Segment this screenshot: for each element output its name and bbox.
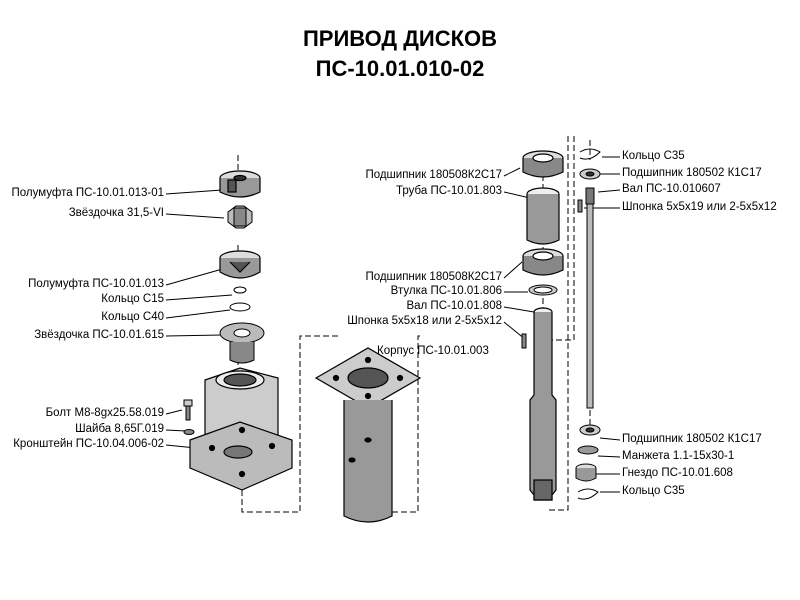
- key-5x5x19: [577, 199, 583, 213]
- label-podshipnik-top: Подшипник 180508К2С17: [365, 169, 502, 181]
- label-shponka-5x5x18: Шпонка 5х5х18 или 2-5х5х12: [347, 315, 502, 327]
- leader-line: [165, 294, 233, 301]
- ring-c35-top: [579, 148, 601, 160]
- bearing-180502-top: [579, 168, 601, 180]
- spider-sprocket-31-5: [227, 205, 253, 229]
- leader-line: [503, 261, 523, 279]
- label-koltso-c35-bottom: Кольцо С35: [622, 485, 685, 497]
- leader-line: [165, 213, 225, 219]
- label-truba: Труба ПС-10.01.803: [396, 185, 502, 197]
- leader-line: [165, 309, 231, 319]
- leader-line: [503, 167, 521, 177]
- ring-c35-bottom: [577, 488, 599, 500]
- label-koltso-c15: Кольцо С15: [101, 293, 164, 305]
- label-gnezdo: Гнездо ПС-10.01.608: [622, 467, 733, 479]
- label-podshipnik-180502-top: Подшипник 180502 К1С17: [622, 167, 762, 179]
- bolt-m8: [183, 399, 193, 421]
- leader-line: [165, 429, 187, 432]
- label-kronshtein: Кронштейн ПС-10.04.006-02: [13, 438, 164, 450]
- label-koltso-c40: Кольцо С40: [101, 311, 164, 323]
- washer: [183, 429, 195, 435]
- label-polumufta-013: Полумуфта ПС-10.01.013: [28, 278, 164, 290]
- leader-line: [597, 189, 621, 193]
- label-zvezdochka-615: Звёздочка ПС-10.01.615: [34, 329, 164, 341]
- tube-803: [526, 187, 560, 245]
- leader-line: [165, 409, 183, 415]
- key-5x5x18: [521, 333, 527, 349]
- seal-manzheta: [577, 445, 599, 455]
- bracket-body: [189, 367, 293, 491]
- ring-c40: [229, 302, 251, 312]
- leader-line: [165, 267, 227, 286]
- bearing-180502-bottom: [579, 424, 601, 436]
- label-polumufta-013-01: Полумуфта ПС-10.01.013-01: [11, 187, 164, 199]
- diagram-title: ПРИВОД ДИСКОВ: [302, 26, 498, 51]
- label-vtulka: Втулка ПС-10.01.806: [390, 285, 502, 297]
- shaft-808: [529, 307, 557, 501]
- leader-line: [503, 306, 535, 313]
- bearing-180508-mid: [522, 248, 564, 276]
- label-val-808: Вал ПС-10.01.808: [406, 300, 502, 312]
- label-bolt: Болт М8-8gх25.58.019: [45, 407, 164, 419]
- label-podshipnik-180502-bottom: Подшипник 180502 К1С17: [622, 433, 762, 445]
- leader-line: [165, 189, 223, 195]
- label-koltso-c35-top: Кольцо С35: [622, 150, 685, 162]
- ring-c15: [233, 286, 247, 294]
- label-manzheta: Манжета 1.1-15х30-1: [622, 450, 735, 462]
- bearing-180508-top: [522, 150, 564, 178]
- diagram-subtitle: ПС-10.01.010-02: [315, 56, 485, 81]
- label-val-010607: Вал ПС-10.010607: [622, 183, 721, 195]
- socket-608: [575, 463, 597, 482]
- leader-line: [503, 191, 531, 199]
- sprocket-615: [219, 322, 265, 364]
- leader-line: [597, 455, 621, 458]
- leader-line: [599, 437, 621, 441]
- coupling-half-top: [219, 170, 261, 198]
- bushing-806: [528, 284, 558, 296]
- label-podshipnik-mid: Подшипник 180508К2С17: [365, 271, 502, 283]
- label-korpus: Корпус ПС-10.01.003: [377, 345, 489, 357]
- housing-body: [314, 347, 422, 523]
- label-shaiba: Шайба 8,65Г.019: [75, 423, 164, 435]
- coupling-half-bottom: [219, 250, 261, 279]
- shaft-010607: [585, 187, 595, 409]
- label-zvezdochka-31-5: Звёздочка 31,5-VI: [68, 207, 164, 219]
- leader-line: [165, 334, 223, 337]
- label-shponka-5x5x19: Шпонка 5х5х19 или 2-5х5х12: [622, 201, 777, 213]
